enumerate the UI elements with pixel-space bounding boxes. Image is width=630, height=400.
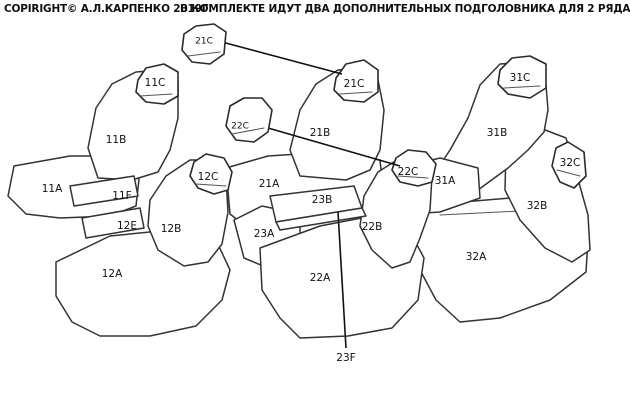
- armrest-11f: [69, 175, 139, 207]
- label-31c: 31C: [510, 72, 531, 84]
- label-22c: 22C: [398, 166, 419, 178]
- headrest-21c: [333, 59, 379, 103]
- armrest-23b-front: [275, 207, 367, 231]
- copyright-text: COPIRIGHT© А.Л.КАРПЕНКО 2019Г.: [4, 3, 212, 15]
- headrest-note: В КОМПЛЕКТЕ ИДУТ ДВА ДОПОЛНИТЕЛЬНЫХ ПОДГ…: [180, 3, 630, 15]
- label-23b: 23B: [312, 194, 333, 206]
- leader-21c: [221, 41, 343, 75]
- label-11b: 11B: [106, 134, 127, 146]
- label-32c: 32C: [560, 157, 581, 169]
- label-22a: 22A: [310, 272, 331, 284]
- loose-headrest-21c: [181, 23, 227, 65]
- label-12c: 12C: [198, 171, 219, 183]
- seat-cover-diagram: COPIRIGHT© А.Л.КАРПЕНКО 2019Г. В КОМПЛЕК…: [4, 3, 630, 365]
- label-23f: 23F: [336, 352, 355, 364]
- label-31a: 31A: [435, 175, 456, 187]
- leader-22c: [267, 127, 401, 167]
- loose-headrest-22c: [225, 97, 273, 143]
- label-21b: 21B: [310, 127, 331, 139]
- label-22b: 22B: [362, 221, 383, 233]
- leader-23f: [337, 211, 347, 349]
- armrest-12e: [81, 207, 145, 239]
- label-12b: 12B: [161, 223, 182, 235]
- label-11a: 11A: [42, 183, 63, 195]
- label-11c: 11C: [145, 77, 166, 89]
- label-23a: 23A: [254, 228, 275, 240]
- label-31b: 31B: [487, 127, 508, 139]
- row1-seats: [7, 63, 233, 337]
- seat-drawing: 21C 22C 11C 11B 11A 11F 12E 12C 12B 12A …: [7, 23, 591, 365]
- label-11f: 11F: [112, 190, 131, 202]
- label-32a: 32A: [466, 251, 487, 263]
- label-21a: 21A: [259, 178, 280, 190]
- label-21c: 21C: [344, 78, 365, 90]
- part-labels: 21C 22C 11C 11B 11A 11F 12E 12C 12B 12A …: [42, 37, 581, 365]
- label-12a: 12A: [102, 268, 123, 280]
- headrest-32c: [551, 141, 587, 189]
- label-22c-loose: 22C: [231, 122, 249, 132]
- label-12e: 12E: [117, 220, 137, 232]
- headrest-22c: [391, 149, 437, 187]
- label-21c-loose: 21C: [195, 37, 213, 47]
- label-32b: 32B: [527, 200, 548, 212]
- row2-seats: [225, 59, 437, 339]
